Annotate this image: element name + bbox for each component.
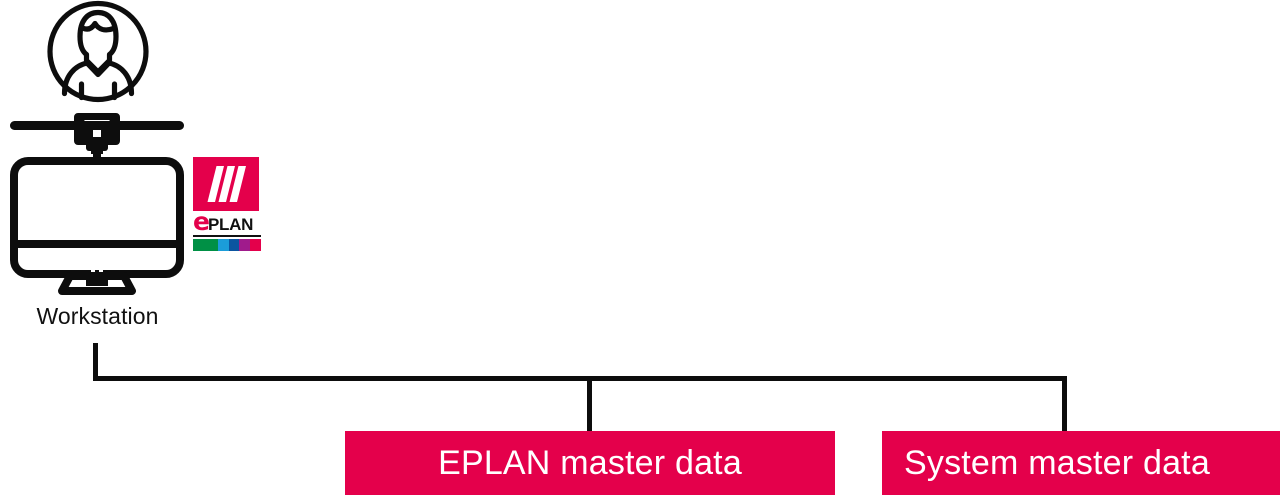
eplan-logo: e PLAN [193, 157, 261, 253]
eplan-logo-colorbar-light-blue [217, 239, 229, 251]
eplan-logo-colorbar-crimson [250, 239, 261, 251]
eplan-logo-wordmark: e PLAN [193, 207, 261, 236]
node-system-master-data[interactable]: System master data [882, 431, 1280, 495]
eplan-logo-colorbar-dark-blue [228, 239, 240, 251]
node-eplan-master-data[interactable]: EPLAN master data [345, 431, 835, 495]
desktop-monitor-icon [6, 112, 188, 295]
connector-horizontal-bus [93, 376, 1067, 381]
person-avatar-icon [44, 0, 152, 103]
node-eplan-master-data-label: EPLAN master data [438, 444, 742, 482]
connector-workstation-trunk [93, 343, 98, 381]
eplan-logo-colorbar-green [193, 239, 218, 251]
node-system-master-data-label: System master data [904, 444, 1210, 482]
eplan-logo-letter-e: e [193, 207, 210, 236]
eplan-logo-mark-icon [193, 157, 259, 211]
connector-drop-eplan-master-data [587, 376, 592, 433]
workstation-node[interactable]: Workstation [0, 0, 200, 336]
eplan-logo-rule [193, 235, 261, 237]
connector-drop-system-master-data [1062, 376, 1067, 433]
eplan-logo-text-plan: PLAN [208, 215, 254, 234]
eplan-logo-colorbar [193, 239, 261, 251]
workstation-label: Workstation [36, 303, 159, 329]
eplan-logo-colorbar-purple [239, 239, 251, 251]
